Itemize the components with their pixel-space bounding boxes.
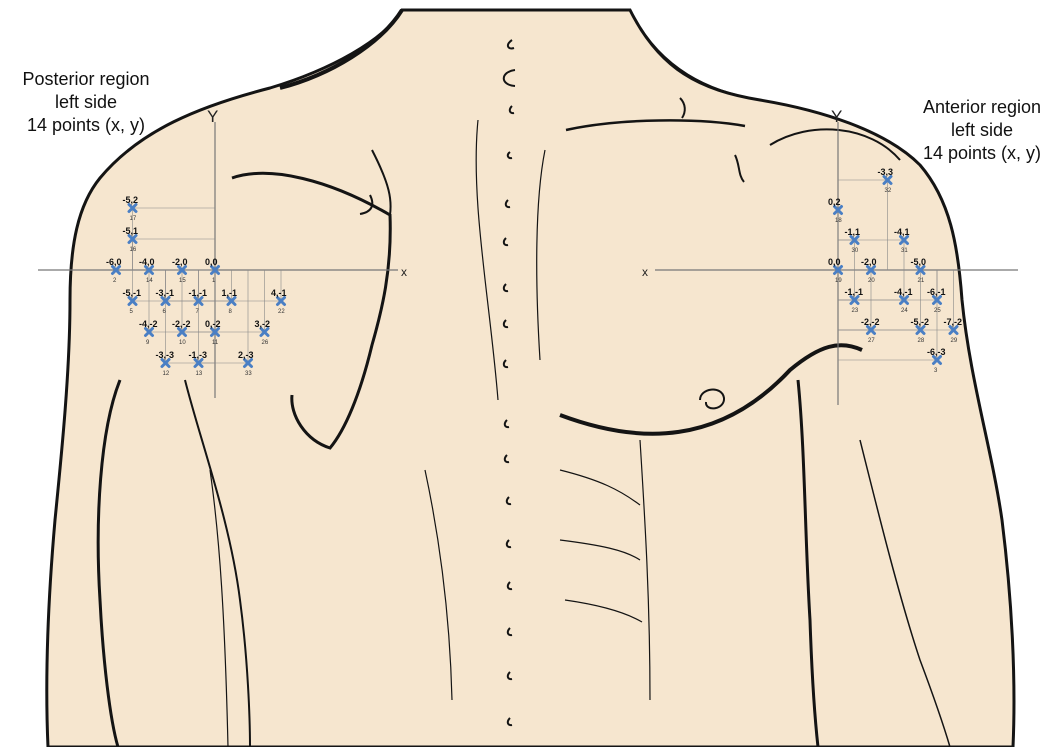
anterior_points-point-id: 31 — [901, 248, 908, 254]
posterior_points-point-id: 17 — [130, 216, 137, 222]
posterior_points-point-id: 15 — [179, 278, 186, 284]
anterior_points-point-coord: 0,0 — [828, 257, 841, 267]
posterior-label-line3: 14 points (x, y) — [0, 114, 172, 137]
anterior_points-point-id: 23 — [852, 308, 859, 314]
posterior_points-point-id: 33 — [245, 371, 252, 377]
posterior_points-point-coord: -3,-1 — [156, 288, 175, 298]
posterior_points-point-coord: -5,2 — [123, 195, 139, 205]
posterior_points-point-coord: 0,-2 — [205, 319, 221, 329]
posterior_points-point-id: 22 — [278, 309, 285, 315]
posterior_points-point-coord: -1,-3 — [189, 350, 208, 360]
posterior_points-point-id: 12 — [163, 371, 170, 377]
anterior_points-point-coord: -5,0 — [911, 257, 927, 267]
anterior_points-point-id: 20 — [868, 278, 875, 284]
anterior_points-point-coord: -2,0 — [861, 257, 877, 267]
posterior_points-point-coord: -3,-3 — [156, 350, 175, 360]
anterior-label-line1: Anterior region — [906, 96, 1058, 119]
anterior_points-point-id: 28 — [918, 338, 925, 344]
posterior-label-line2: left side — [0, 91, 172, 114]
anterior_points-point-id: 18 — [835, 218, 842, 224]
posterior_points-point-coord: 3,-2 — [255, 319, 271, 329]
anterior_points-point-coord: -2,-2 — [861, 317, 880, 327]
posterior_points-point-coord: -4,-2 — [139, 319, 158, 329]
anterior_points-point-id: 30 — [852, 248, 859, 254]
posterior_points-point-id: 13 — [196, 371, 203, 377]
posterior_points-point-id: 11 — [212, 340, 219, 346]
torso-silhouette — [47, 10, 1014, 747]
anterior_points-point-id: 19 — [835, 278, 842, 284]
anterior-x-letter: x — [642, 265, 648, 279]
posterior_points-point-coord: 4,-1 — [271, 288, 287, 298]
posterior_points-point-id: 26 — [262, 340, 269, 346]
posterior_points-point-coord: -2,-2 — [172, 319, 191, 329]
anterior_points-point-coord: 0,2 — [828, 197, 841, 207]
anterior_points-point-coord: -3,3 — [878, 167, 894, 177]
anterior_points-point-coord: -5,-2 — [911, 317, 930, 327]
posterior_points-point-coord: -2,0 — [172, 257, 188, 267]
anterior_points-point-id: 25 — [934, 308, 941, 314]
anterior_points-point-id: 21 — [918, 278, 925, 284]
posterior-label-line1: Posterior region — [0, 68, 172, 91]
posterior_points-point-coord: -6,0 — [106, 257, 122, 267]
anterior-region-label: Anterior region left side 14 points (x, … — [906, 96, 1058, 165]
anterior_points-point-coord: -4,1 — [894, 227, 910, 237]
anterior-label-line2: left side — [906, 119, 1058, 142]
posterior_points-point-id: 16 — [130, 247, 137, 253]
anterior_points-point-coord: -6,-3 — [927, 347, 946, 357]
posterior-region-label: Posterior region left side 14 points (x,… — [0, 68, 172, 137]
posterior-x-letter: x — [401, 265, 407, 279]
anterior-y-letter: Y — [831, 107, 842, 126]
posterior_points-point-coord: 0,0 — [205, 257, 218, 267]
anterior_points-point-coord: -4,-1 — [894, 287, 913, 297]
anterior_points-point-coord: -7,-2 — [944, 317, 963, 327]
anterior_points-point-id: 29 — [951, 338, 958, 344]
anterior-label-line3: 14 points (x, y) — [906, 142, 1058, 165]
posterior_points-point-coord: -4,0 — [139, 257, 155, 267]
posterior_points-point-id: 10 — [179, 340, 186, 346]
anterior_points-point-id: 27 — [868, 338, 875, 344]
anterior_points-point-coord: -1,-1 — [845, 287, 864, 297]
posterior_points-point-coord: -1,-1 — [189, 288, 208, 298]
anterior_points-point-id: 32 — [885, 188, 892, 194]
anterior_points-point-id: 24 — [901, 308, 908, 314]
posterior_points-point-coord: -5,1 — [123, 226, 139, 236]
posterior-y-letter: Y — [207, 107, 218, 126]
posterior_points-point-id: 14 — [146, 278, 153, 284]
posterior_points-point-coord: 2,-3 — [238, 350, 254, 360]
anterior_points-point-coord: -6,-1 — [927, 287, 946, 297]
posterior_points-point-coord: 1,-1 — [222, 288, 238, 298]
anterior_points-point-coord: -1,1 — [845, 227, 861, 237]
posterior_points-point-coord: -5,-1 — [123, 288, 142, 298]
